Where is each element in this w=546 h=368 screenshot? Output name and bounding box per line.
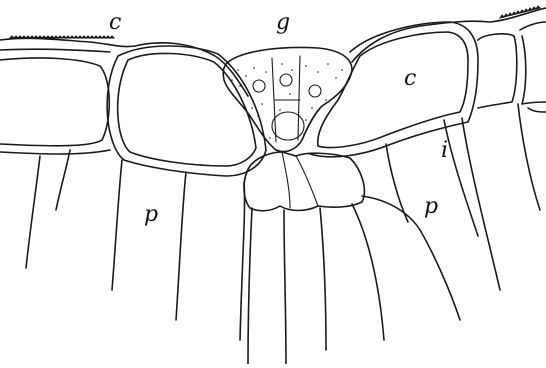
epidermal-cell-c-left-wall [107,46,266,176]
cuticle-left-texture [10,36,114,38]
label-p-left: p [144,204,158,226]
label-g: g [276,12,290,34]
gland-g-septum-v2 [298,56,300,140]
epidermal-cell-left-partial [0,58,109,146]
epidermal-cell-small-right-wall [520,22,546,112]
epidermal-cell-c-right-wall [310,22,478,157]
label-i: i [441,140,448,162]
label-c-right: c [404,68,416,90]
gland-nucleus-2 [280,74,292,86]
gland-vacuole [272,112,304,140]
gland-nucleus-3 [309,85,321,97]
epidermal-cell-small-right [478,34,517,108]
gland-nucleus-1 [253,80,265,92]
stalk-cell-divider-2 [296,156,318,206]
palisade-walls [26,104,540,364]
epidermis-left-outer [0,49,110,52]
label-c-top: c [109,12,121,34]
epidermal-cell-left-partial-outer [0,150,110,154]
stalk-cell-divider-1 [282,152,290,208]
stalk-cells [244,152,364,211]
label-p-right: p [424,196,438,218]
